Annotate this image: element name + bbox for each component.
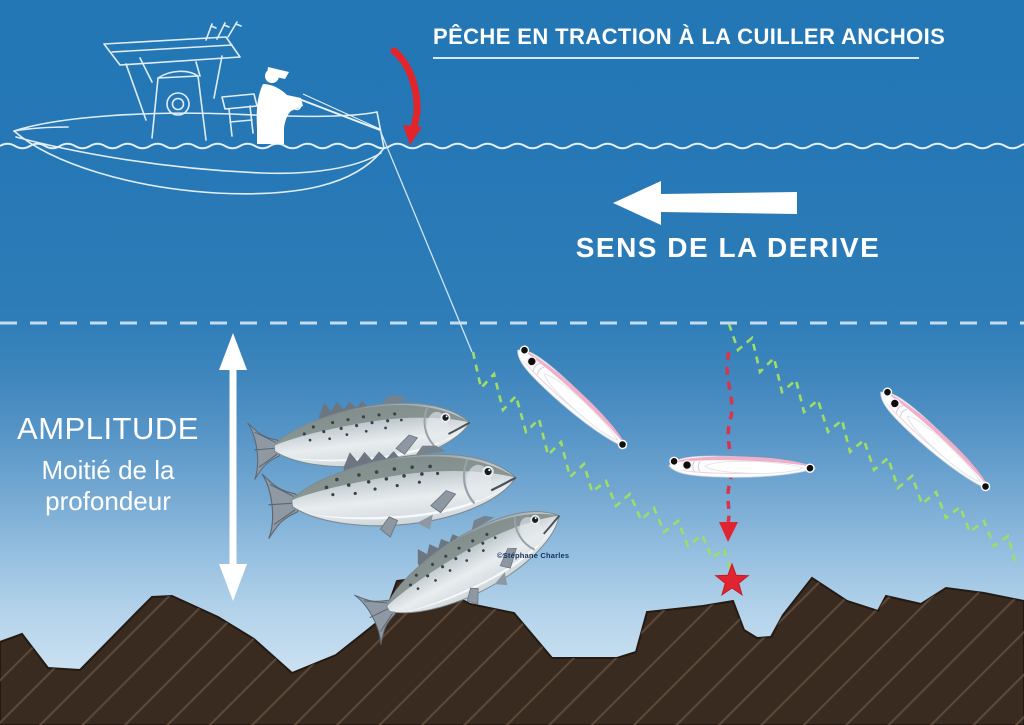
amplitude-sub-line2: profondeur [45,486,171,517]
amplitude-label: AMPLITUDE Moitié de la profondeur [6,410,210,518]
fisherman-icon [256,67,303,144]
water-surface-line [0,142,1024,150]
fishing-rod-icon [298,93,381,131]
drift-arrow-icon [613,181,797,225]
amplitude-sub-line1: Moitié de la [41,455,175,486]
amplitude-heading: AMPLITUDE [17,411,199,446]
amplitude-arrow-icon [219,333,247,601]
diagram-title: PÊCHE EN TRACTION À LA CUILLER ANCHOIS [433,24,945,59]
anchovy-spoon-lure-2 [668,454,816,480]
fishing-line [379,129,473,353]
lure-jig-path [471,351,733,572]
lure-drift-path [727,323,1017,563]
boat-icon [13,21,385,195]
credit-label: ©Stéphane Charles [497,551,570,560]
anchovy-spoon-lure-1 [510,341,635,457]
rod-stroke-arrow-icon [390,47,422,145]
fishing-reel-icon [292,101,302,111]
sink-dashed-arrow-icon [719,351,738,542]
drift-direction-label: SENS DE LA DERIVE [575,232,881,263]
anchovy-spoon-lure-3 [873,383,998,499]
bottom-contact-star-icon [714,562,750,596]
seabed [0,576,1024,725]
